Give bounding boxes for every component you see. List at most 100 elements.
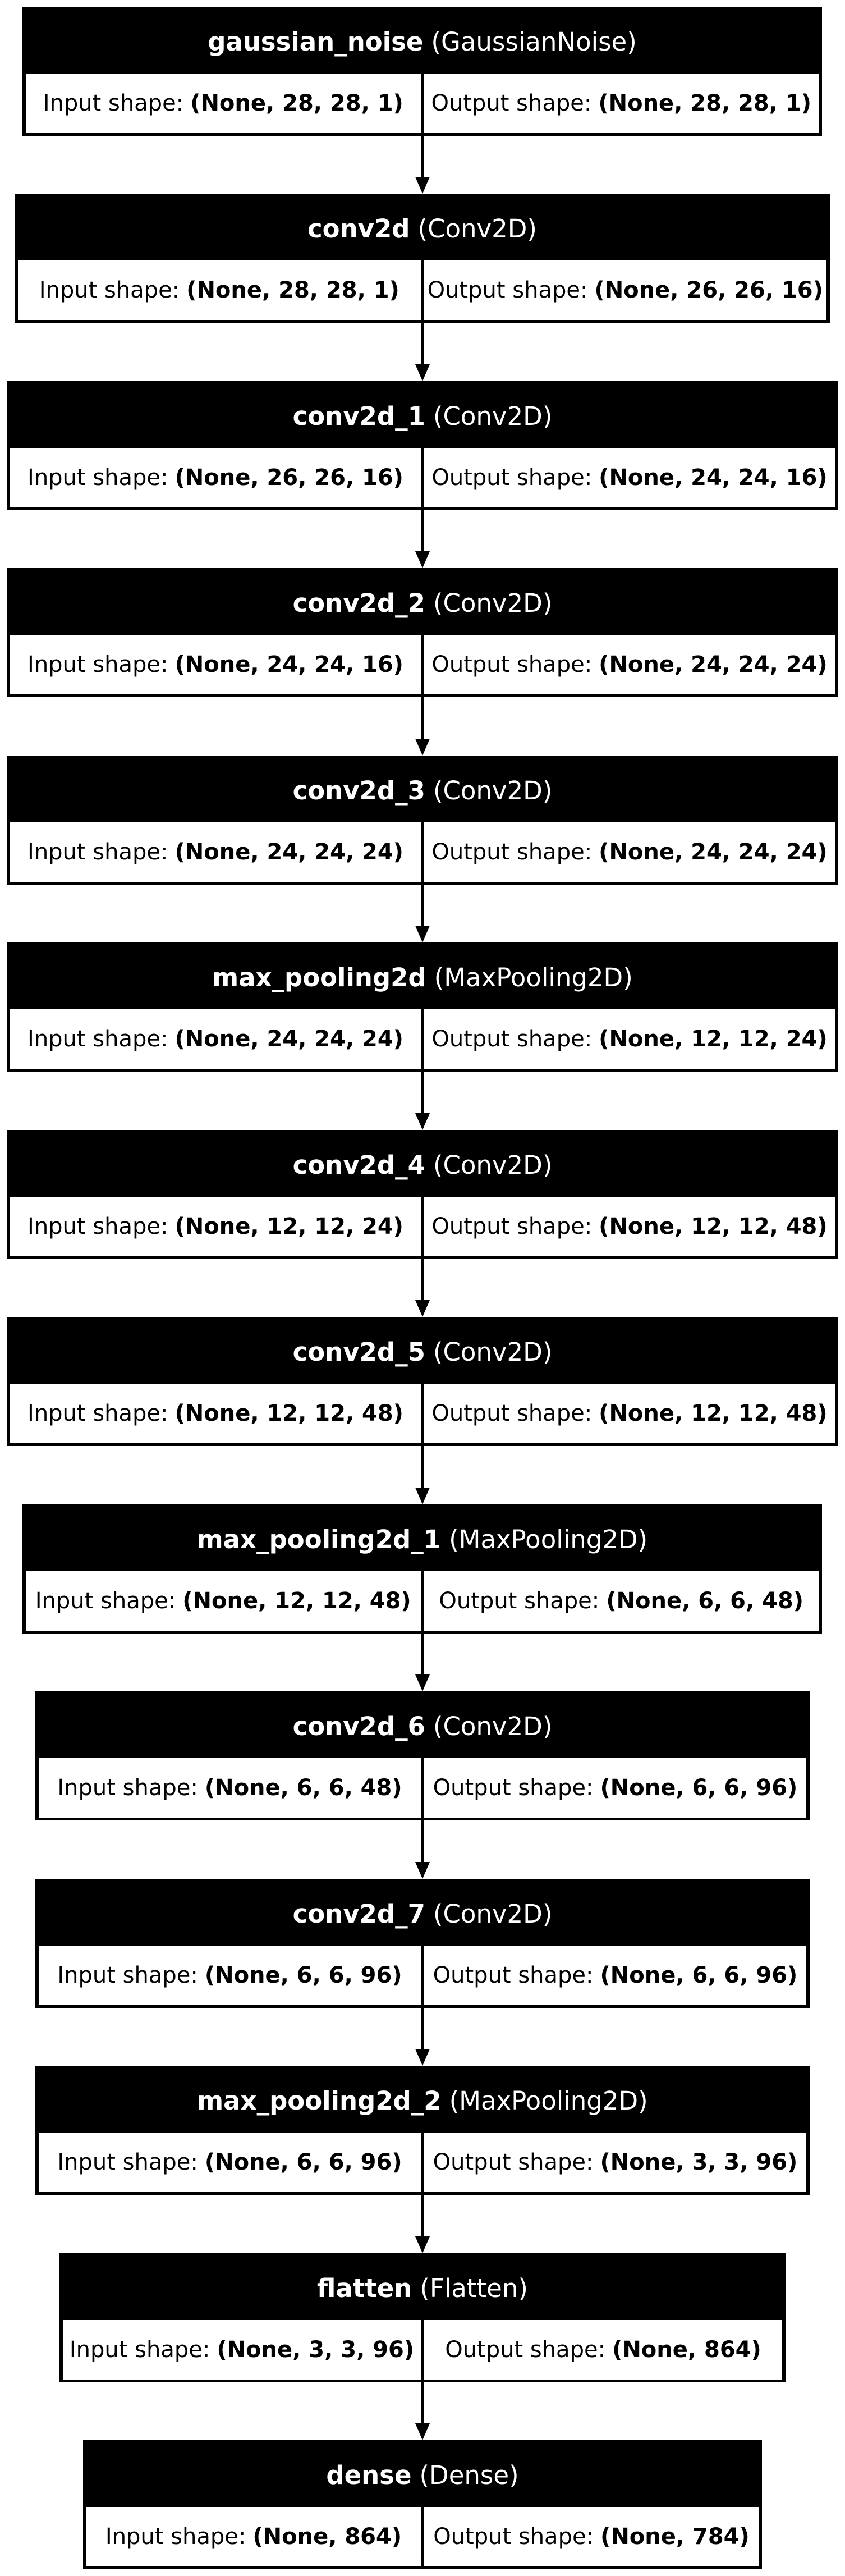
input-shape-label: Input shape: [27,1026,168,1052]
arrow-head [415,1674,430,1691]
output-shape-label: Output shape: [431,652,593,678]
output-shape-label: Output shape: [433,2149,594,2175]
layer-box: max_pooling2d(MaxPooling2D)Input shape:(… [7,942,838,1072]
input-shape-cell: Input shape:(None, 12, 12, 48) [26,1571,421,1631]
arrow-head [415,551,430,568]
output-shape-label: Output shape: [431,1401,593,1426]
output-shape-value: (None, 12, 12, 24) [599,1026,828,1052]
layer-name: conv2d [307,214,410,244]
output-shape-value: (None, 6, 6, 96) [600,1775,798,1801]
layer-name: gaussian_noise [208,27,424,57]
layer-name: conv2d_4 [292,1150,425,1180]
layer-name: conv2d_2 [292,588,425,618]
layer-class: (MaxPooling2D) [449,1525,648,1554]
output-shape-cell: Output shape:(None, 864) [424,2320,782,2380]
arrow-head [415,2423,430,2440]
layer-class: (Conv2D) [433,401,553,431]
layer-class: (Conv2D) [433,588,553,618]
layer-shapes: Input shape:(None, 12, 12, 24)Output sha… [10,1197,835,1256]
input-shape-value: (None, 28, 28, 1) [190,90,403,116]
output-shape-cell: Output shape:(None, 784) [424,2507,759,2566]
output-shape-value: (None, 784) [600,2524,750,2550]
layer-header: conv2d_7 (Conv2D) [39,1882,806,1946]
arrow-head [415,364,430,381]
output-shape-cell: Output shape:(None, 12, 12, 24) [424,1009,835,1069]
layer-header: dense(Dense) [86,2444,759,2507]
layer-shapes: Input shape:(None, 3, 3, 96)Output shape… [63,2320,782,2380]
arrow-head [415,1862,430,1879]
arrow-head [415,2049,430,2066]
arrow-head [415,177,430,194]
input-shape-label: Input shape: [57,1962,198,1988]
layer-box: max_pooling2d_1(MaxPooling2D)Input shape… [22,1504,822,1634]
output-shape-value: (None, 12, 12, 48) [599,1401,828,1426]
layer-box: conv2d_4(Conv2D)Input shape:(None, 12, 1… [7,1130,838,1259]
layer-shapes: Input shape:(None, 12, 12, 48) Output sha… [10,1384,835,1443]
output-shape-label: Output shape: [439,1588,600,1614]
layer-name: conv2d_5 [292,1337,425,1367]
input-shape-value: (None, 6, 6, 96) [204,1962,402,1988]
input-shape-cell: Input shape:(None, 6, 6, 48) [39,1758,421,1818]
layer-shapes: Input shape:(None, 6, 6, 96)Output shape… [39,1946,806,2005]
input-shape-value: (None, 6, 6, 48) [204,1775,402,1801]
output-shape-cell: Output shape:(None, 28, 28, 1) [424,74,819,133]
layer-shapes: Input shape:(None, 28, 28, 1) Output shap… [26,74,819,133]
input-shape-cell: Input shape:(None, 12, 12, 48) [10,1384,421,1443]
layer-header: max_pooling2d(MaxPooling2D) [10,946,835,1009]
layer-box: conv2d_5 (Conv2D) Input shape:(None, 12, 1… [7,1317,838,1446]
layer-class: (Conv2D) [433,776,553,806]
layer-header: conv2d_6(Conv2D) [39,1695,806,1758]
input-shape-cell: Input shape:(None, 6, 6, 96) [39,1946,421,2005]
input-shape-label: Input shape: [27,465,168,491]
input-shape-label: Input shape: [39,277,180,303]
input-shape-value: (None, 12, 12, 48) [182,1588,411,1614]
layer-shapes: Input shape:(None, 26, 26, 16) Output sha… [10,448,835,507]
layer-shapes: Input shape:(None, 24, 24, 16)Output sha… [10,635,835,694]
output-shape-cell: Output shape:(None, 24, 24, 16) [424,448,835,507]
input-shape-label: Input shape: [35,1588,176,1614]
output-shape-label: Output shape: [433,1775,594,1801]
input-shape-value: (None, 864) [252,2524,402,2550]
layer-box: dense(Dense) Input shape:(None, 864) Outpu… [83,2440,762,2569]
input-shape-label: Input shape: [43,90,184,116]
layer-name: conv2d_7 [292,1899,425,1929]
output-shape-cell: Output shape:(None, 12, 12, 48) [424,1197,835,1256]
layer-box: flatten(Flatten)Input shape:(None, 3, 3,… [59,2253,786,2382]
layer-header: conv2d_1(Conv2D) [10,385,835,448]
input-shape-cell: Input shape:(None, 24, 24, 24) [10,822,421,882]
output-shape-value: (None, 6, 6, 96) [600,1962,798,1988]
layer-class: (Conv2D) [433,1337,553,1367]
layer-shapes: Input shape:(None, 864) Output shape:(Non… [86,2507,759,2566]
layer-name: dense [326,2460,412,2490]
input-shape-cell: Input shape:(None, 6, 6, 96) [39,2133,421,2192]
arrow-head [415,739,430,756]
input-shape-label: Input shape: [105,2524,246,2550]
input-shape-label: Input shape: [57,2149,198,2175]
layer-shapes: Input shape:(None, 12, 12, 48)Output sha… [26,1571,819,1631]
input-shape-value: (None, 12, 12, 48) [174,1401,403,1426]
input-shape-value: (None, 26, 26, 16) [174,465,403,491]
layer-name: max_pooling2d_2 [197,2086,442,2116]
output-shape-cell: Output shape:(None, 6, 6, 48) [424,1571,819,1631]
layer-box: gaussian_noise(GaussianNoise)Input shape… [22,7,822,136]
layer-class: (Dense) [419,2460,519,2490]
arrow-head [415,1113,430,1130]
layer-name: conv2d_6 [292,1712,425,1741]
input-shape-cell: Input shape:(None, 3, 3, 96) [63,2320,421,2380]
output-shape-value: (None, 24, 24, 24) [599,652,828,678]
output-shape-value: (None, 24, 24, 24) [599,839,828,865]
input-shape-value: (None, 24, 24, 24) [174,1026,403,1052]
input-shape-cell: Input shape:(None, 28, 28, 1) [18,260,421,320]
layer-header: max_pooling2d_1(MaxPooling2D) [26,1508,819,1571]
layer-box: conv2d_1(Conv2D)Input shape:(None, 26, 2… [7,381,838,510]
input-shape-value: (None, 6, 6, 96) [204,2149,402,2175]
layer-shapes: Input shape:(None, 28, 28, 1)Output shap… [18,260,826,320]
output-shape-value: (None, 26, 26, 16) [594,277,823,303]
layer-class: (Conv2D) [433,1899,553,1929]
layer-shapes: Input shape:(None, 24, 24, 24) Output sha… [10,1009,835,1069]
layer-header: conv2d_2 (Conv2D) [10,571,835,635]
output-shape-cell: Output shape:(None, 3, 3, 96) [424,2133,806,2192]
layer-box: conv2d_6(Conv2D)Input shape:(None, 6, 6,… [35,1691,810,1820]
layer-shapes: Input shape:(None, 6, 6, 96)Output shape… [39,2133,806,2192]
